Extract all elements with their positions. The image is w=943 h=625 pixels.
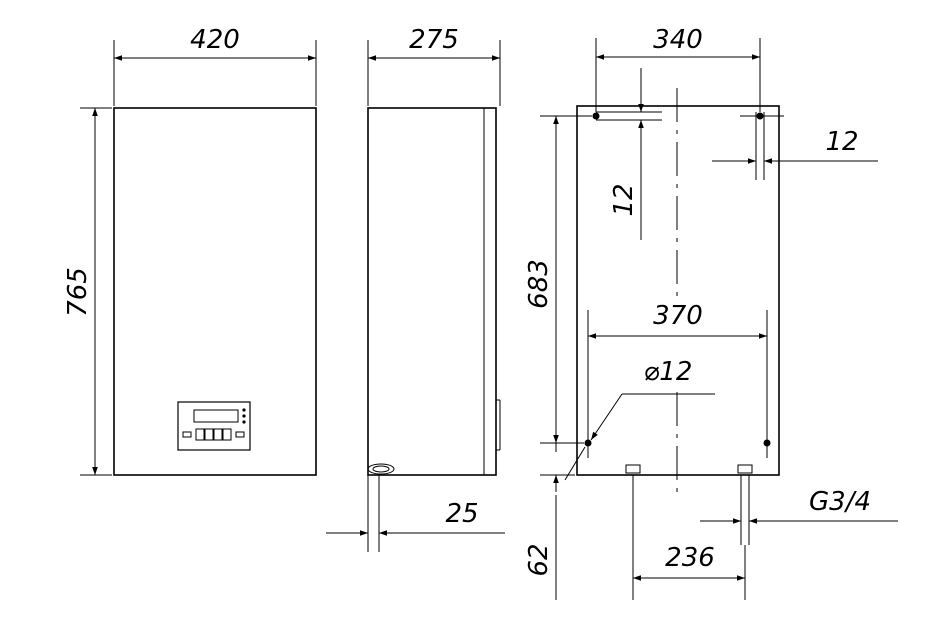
front-view: 420 765 xyxy=(63,25,317,476)
rear-view: 340 12 12 683 370 ⌀12 62 xyxy=(524,25,898,600)
indicator-icon xyxy=(242,420,246,424)
rear-bottom-span-label: 370 xyxy=(653,301,703,331)
button-icon xyxy=(222,428,232,441)
side-view: 275 25 xyxy=(326,25,505,552)
rear-top-hole-label: 12 xyxy=(825,127,858,157)
side-offset-label: 25 xyxy=(445,499,478,529)
rear-body-outline xyxy=(576,105,780,476)
front-height-label: 765 xyxy=(63,267,93,317)
rear-height-label: 683 xyxy=(524,259,554,309)
button-icon xyxy=(204,428,214,441)
front-body-outline xyxy=(113,107,317,476)
rear-top-span-label: 340 xyxy=(653,25,703,55)
button-icon xyxy=(182,431,192,438)
control-panel-frame xyxy=(177,401,251,451)
control-panel xyxy=(177,401,251,451)
side-pipe-connector xyxy=(367,463,395,475)
button-icon xyxy=(213,428,223,441)
mounting-hole-icon xyxy=(592,112,600,120)
front-width-label: 420 xyxy=(190,25,240,55)
hole-diameter-leader xyxy=(590,393,623,441)
side-depth-label: 275 xyxy=(409,25,459,55)
indicator-icon xyxy=(242,408,246,412)
pipe-connector-left xyxy=(625,464,641,474)
pipe-thread-label: G3/4 xyxy=(809,487,871,517)
side-body-outline xyxy=(367,107,497,476)
indicator-icon xyxy=(242,414,246,418)
hole-diameter-label: ⌀12 xyxy=(644,357,693,387)
button-icon xyxy=(195,428,205,441)
pipe-span-label: 236 xyxy=(665,543,715,573)
button-icon xyxy=(235,431,245,438)
pipe-connector-right xyxy=(737,464,753,474)
display-screen xyxy=(193,409,239,423)
rear-vertical-hole-label: 12 xyxy=(609,183,639,216)
bottom-offset-label: 62 xyxy=(524,543,554,576)
